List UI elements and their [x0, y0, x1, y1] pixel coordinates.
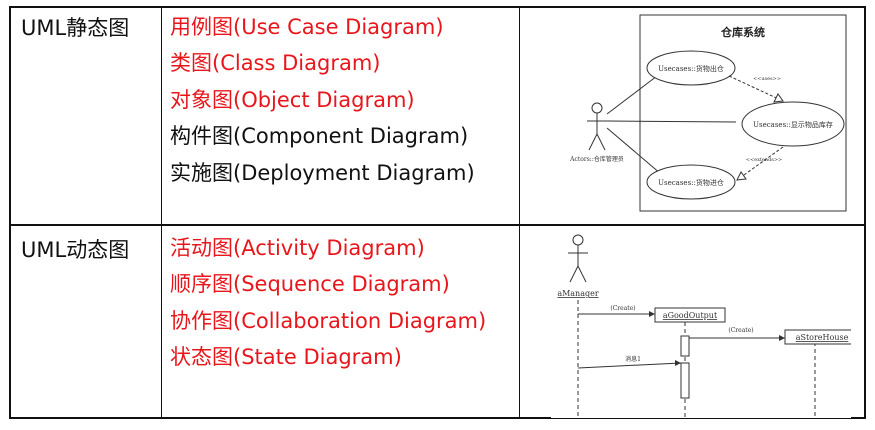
- static-diagrams-heading: UML静态图: [21, 16, 130, 40]
- create-label: (Create): [610, 305, 635, 312]
- list-item: 类图(Class Diagram): [170, 51, 381, 76]
- association-line: [606, 120, 737, 123]
- actor-icon: [568, 234, 588, 283]
- sequence-diagram: aManager (Create) aGoodOutput (Create) a…: [551, 232, 851, 418]
- arrow-head-icon: [736, 171, 747, 181]
- actor-label: Actors::仓库管理员: [569, 155, 624, 163]
- object-name: aStoreHouse: [796, 333, 849, 342]
- actor-name: aManager: [557, 289, 599, 298]
- message-arrow: [577, 362, 682, 369]
- activation-bar: [680, 335, 690, 357]
- list-item: 状态图(State Diagram): [170, 345, 402, 370]
- column-divider-2: [519, 8, 520, 417]
- extends-dependency-line: [736, 146, 784, 181]
- use-case-ellipse: [646, 50, 736, 86]
- list-item: 活动图(Activity Diagram): [170, 236, 425, 260]
- use-case-label: Usecases::货物进仓: [658, 178, 724, 187]
- association-line: [606, 75, 658, 115]
- object-name: aGoodOutput: [663, 311, 718, 320]
- system-title: 仓库系统: [720, 25, 765, 39]
- list-item: 构件图(Component Diagram): [170, 124, 469, 149]
- use-case-diagram: 仓库系统 Actors::仓库管理员 Usecases::货物出仓 Usecas…: [561, 14, 851, 214]
- system-boundary: [639, 14, 847, 212]
- extends-label: <<extends>>: [746, 157, 783, 163]
- activation-bar: [680, 362, 690, 399]
- static-diagrams-list: 用例图(Use Case Diagram) 类图(Class Diagram) …: [170, 9, 475, 191]
- list-item: 用例图(Use Case Diagram): [170, 15, 444, 39]
- uses-label: <<uses>>: [753, 76, 781, 82]
- actor-icon: [587, 102, 607, 151]
- association-line: [606, 127, 662, 175]
- use-case-label: Usecases::货物出仓: [658, 64, 724, 73]
- dynamic-diagrams-list: 活动图(Activity Diagram) 顺序图(Sequence Diagr…: [170, 230, 486, 376]
- dynamic-diagrams-heading: UML动态图: [21, 238, 130, 262]
- column-divider-1: [161, 8, 162, 417]
- arrow-head-icon: [779, 335, 785, 341]
- use-case-label: Usecases::显示物品库存: [753, 120, 833, 129]
- list-item: 对象图(Object Diagram): [170, 87, 415, 112]
- row-divider: [11, 224, 864, 226]
- object-box: [784, 329, 851, 345]
- diagram-table: UML静态图 用例图(Use Case Diagram) 类图(Class Di…: [9, 6, 866, 419]
- use-case-ellipse: [741, 101, 845, 147]
- list-item: 实施图(Deployment Diagram): [170, 160, 475, 185]
- message-label: 消息1: [625, 355, 641, 363]
- arrow-head-icon: [773, 93, 784, 103]
- arrow-head-icon: [675, 360, 681, 366]
- object-box: [654, 307, 726, 323]
- list-item: 顺序图(Sequence Diagram): [170, 272, 450, 297]
- arrow-head-icon: [649, 311, 655, 317]
- create-label: (Create): [728, 327, 753, 334]
- list-item: 协作图(Collaboration Diagram): [170, 308, 487, 333]
- use-case-ellipse: [646, 164, 736, 200]
